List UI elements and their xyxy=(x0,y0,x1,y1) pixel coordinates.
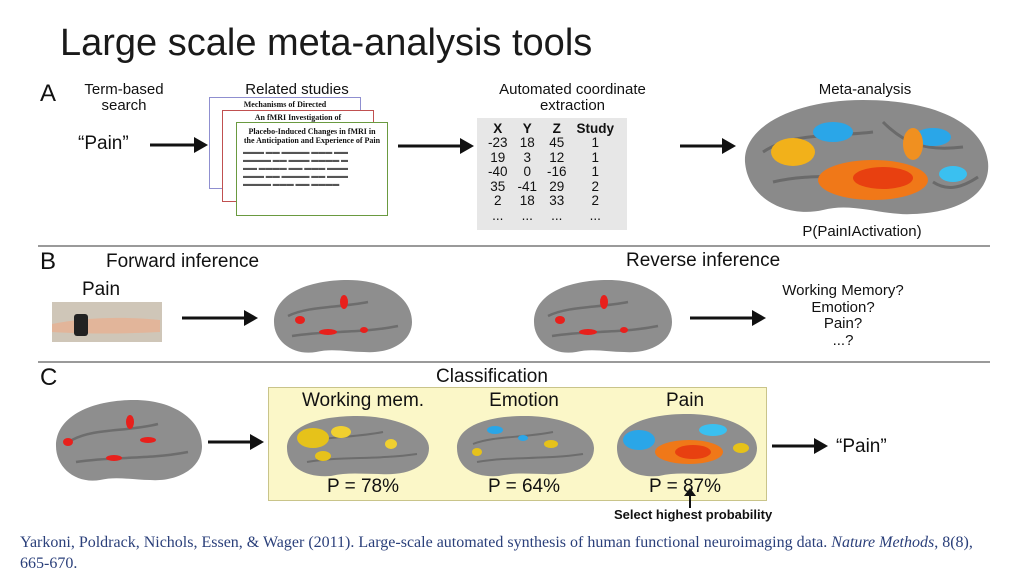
arrow-a1 xyxy=(150,137,208,153)
citation-journal: Nature Methods xyxy=(831,534,935,551)
stimulus-label: Pain xyxy=(82,279,121,300)
paper-front: Placebo-Induced Changes in fMRI in the A… xyxy=(236,122,388,216)
classification-panel: Working mem. Emotion Pain P = 78% P = 64… xyxy=(268,387,767,501)
table-row: 19 3 12 1 xyxy=(483,149,619,166)
class-label-emotion: Emotion xyxy=(489,390,559,411)
table-cell: 18 xyxy=(519,193,535,208)
table-cell: ... xyxy=(551,207,563,223)
table-cell: 3 xyxy=(523,149,532,165)
class-label-working-memory: Working mem. xyxy=(301,390,425,411)
table-cell: ... xyxy=(492,207,504,223)
table-cell: -23 xyxy=(488,135,508,150)
table-cell: ... xyxy=(589,207,601,223)
panel-b-letter: B xyxy=(40,248,57,275)
reverse-brain xyxy=(534,280,672,353)
arm-stimulus-image xyxy=(52,302,162,342)
arrow-c2 xyxy=(772,438,828,454)
table-cell: 35 xyxy=(490,178,506,194)
table-row: 35 -41 29 2 xyxy=(483,178,619,195)
arrow-c1 xyxy=(208,434,264,450)
query-text: “Pain” xyxy=(78,133,129,154)
prob-pain: P = 87% xyxy=(648,476,721,497)
probability-label: P(PainIActivation) xyxy=(802,223,922,240)
table-row: ............ xyxy=(483,207,619,224)
working-memory-brain xyxy=(287,416,429,477)
forward-inference-label: Forward inference xyxy=(106,251,260,272)
table-cell: 1 xyxy=(591,135,600,150)
table-cell: 45 xyxy=(549,135,565,150)
prob-working-memory: P = 78% xyxy=(326,476,399,497)
select-arrow xyxy=(684,488,696,508)
table-cell: -16 xyxy=(547,164,567,179)
meta-analysis-brain xyxy=(744,100,989,215)
table-cell: 1 xyxy=(591,149,600,165)
panel-a-letter: A xyxy=(40,80,57,107)
table-cell: 18 xyxy=(519,135,535,150)
emotion-brain xyxy=(457,416,594,477)
class-label-pain: Pain xyxy=(665,390,705,411)
reverse-inference-label: Reverse inference xyxy=(626,250,781,271)
table-cell: ... xyxy=(521,207,533,223)
table-header-cell: Z xyxy=(552,121,561,136)
table-cell: 19 xyxy=(490,149,506,165)
table-cell: 12 xyxy=(549,149,565,165)
option-pain: Pain? xyxy=(823,315,863,332)
option-working-memory: Working Memory? xyxy=(782,282,904,299)
citation: Yarkoni, Poldrack, Nichols, Essen, & Wag… xyxy=(20,532,980,574)
table-row: -40 0 -16 1 xyxy=(483,164,619,180)
option-emotion: Emotion? xyxy=(811,298,875,316)
prob-emotion: P = 64% xyxy=(487,476,560,497)
table-cell: -40 xyxy=(488,164,508,179)
arrow-a3 xyxy=(680,138,736,154)
extraction-label: Automated coordinate extraction xyxy=(499,81,646,114)
pain-brain xyxy=(617,414,757,477)
reverse-options: Working Memory? Emotion? Pain? ...? xyxy=(752,282,934,349)
table-cell: 2 xyxy=(591,193,600,208)
term-search-label: Term-based search xyxy=(84,81,164,114)
table-cell: 2 xyxy=(591,178,600,194)
input-brain xyxy=(56,400,202,481)
table-cell: 0 xyxy=(523,164,532,179)
divider-bc xyxy=(38,361,990,363)
table-cell: 33 xyxy=(549,193,565,208)
table-row: -23 18 45 1 xyxy=(483,135,619,151)
table-cell: -41 xyxy=(517,178,538,194)
table-header-cell: Study xyxy=(576,121,615,136)
classification-label: Classification xyxy=(436,366,548,387)
citation-authors: Yarkoni, Poldrack, Nichols, Essen, & Wag… xyxy=(20,534,832,551)
table-cell: 2 xyxy=(494,193,502,208)
option-ellipsis: ...? xyxy=(832,331,854,349)
citation-volume: , 8(8), 665-670. xyxy=(20,534,973,572)
table-row: 2 18 33 2 xyxy=(483,193,619,209)
slide-title: Large scale meta-analysis tools xyxy=(60,22,593,64)
table-header-cell: X xyxy=(493,121,503,136)
forward-brain xyxy=(274,280,412,353)
table-cell: 1 xyxy=(591,164,600,179)
classification-result: “Pain” xyxy=(836,436,887,457)
arrow-b2 xyxy=(690,310,766,326)
select-note: Select highest probability xyxy=(614,507,773,522)
divider-ab xyxy=(38,245,990,247)
arrow-a2 xyxy=(398,138,474,154)
panel-c-letter: C xyxy=(40,364,58,391)
related-studies-label: Related studies xyxy=(245,81,349,98)
arrow-b1 xyxy=(182,310,258,326)
meta-analysis-label: Meta-analysis xyxy=(818,81,912,98)
table-header-cell: Y xyxy=(522,121,532,136)
table-cell: 29 xyxy=(549,178,565,194)
